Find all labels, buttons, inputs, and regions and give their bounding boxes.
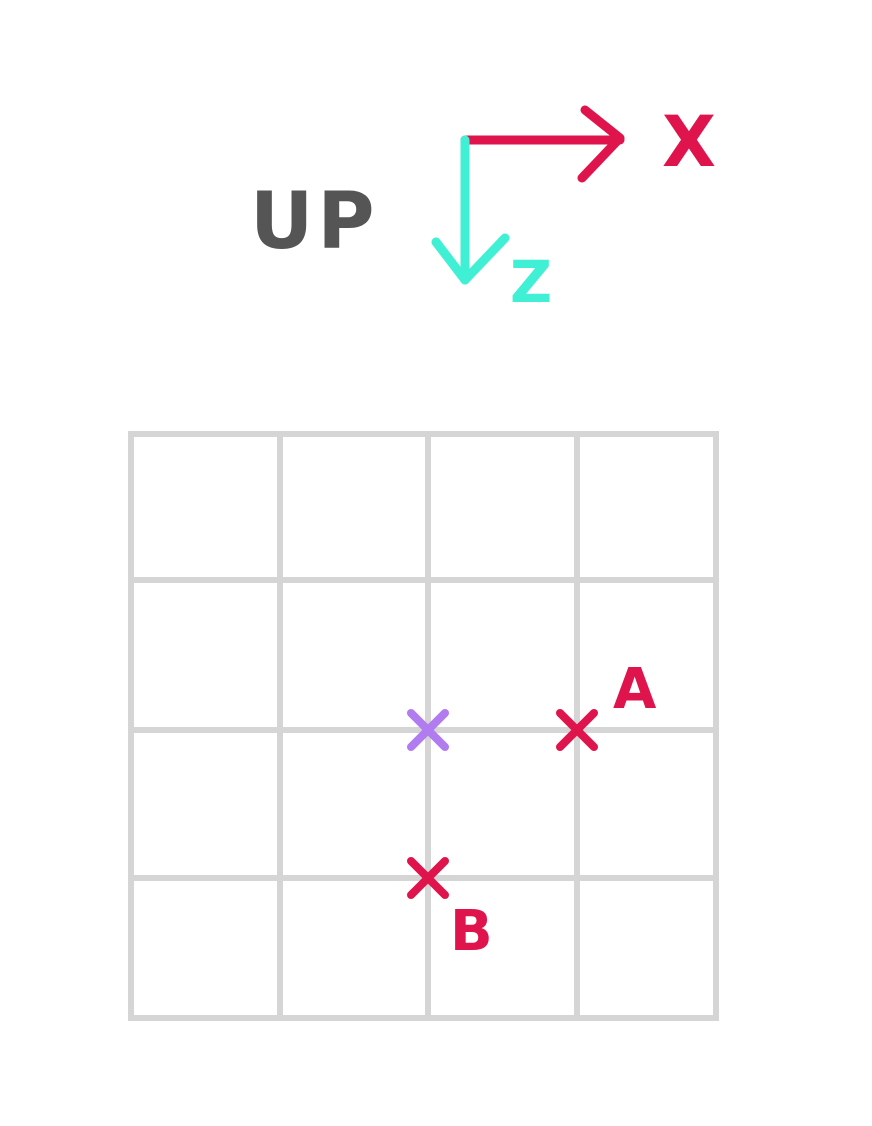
marker-center <box>407 709 449 751</box>
z-axis-arrow <box>431 135 510 285</box>
z-axis-label: Z <box>510 248 552 316</box>
marker-a: A <box>556 657 657 751</box>
marker-label-a: A <box>613 657 657 722</box>
marker-cross-stroke <box>556 709 598 751</box>
marker-cross-stroke <box>407 709 449 751</box>
marker-label-b: B <box>450 899 493 964</box>
marker-cross-stroke <box>407 857 449 899</box>
x-axis-arrow <box>460 105 625 183</box>
markers: AB <box>407 657 657 964</box>
marker-b: B <box>407 857 493 964</box>
axis-gizmo: X Z <box>431 101 716 316</box>
x-axis-label: X <box>662 101 716 183</box>
view-label: UP <box>250 177 379 267</box>
